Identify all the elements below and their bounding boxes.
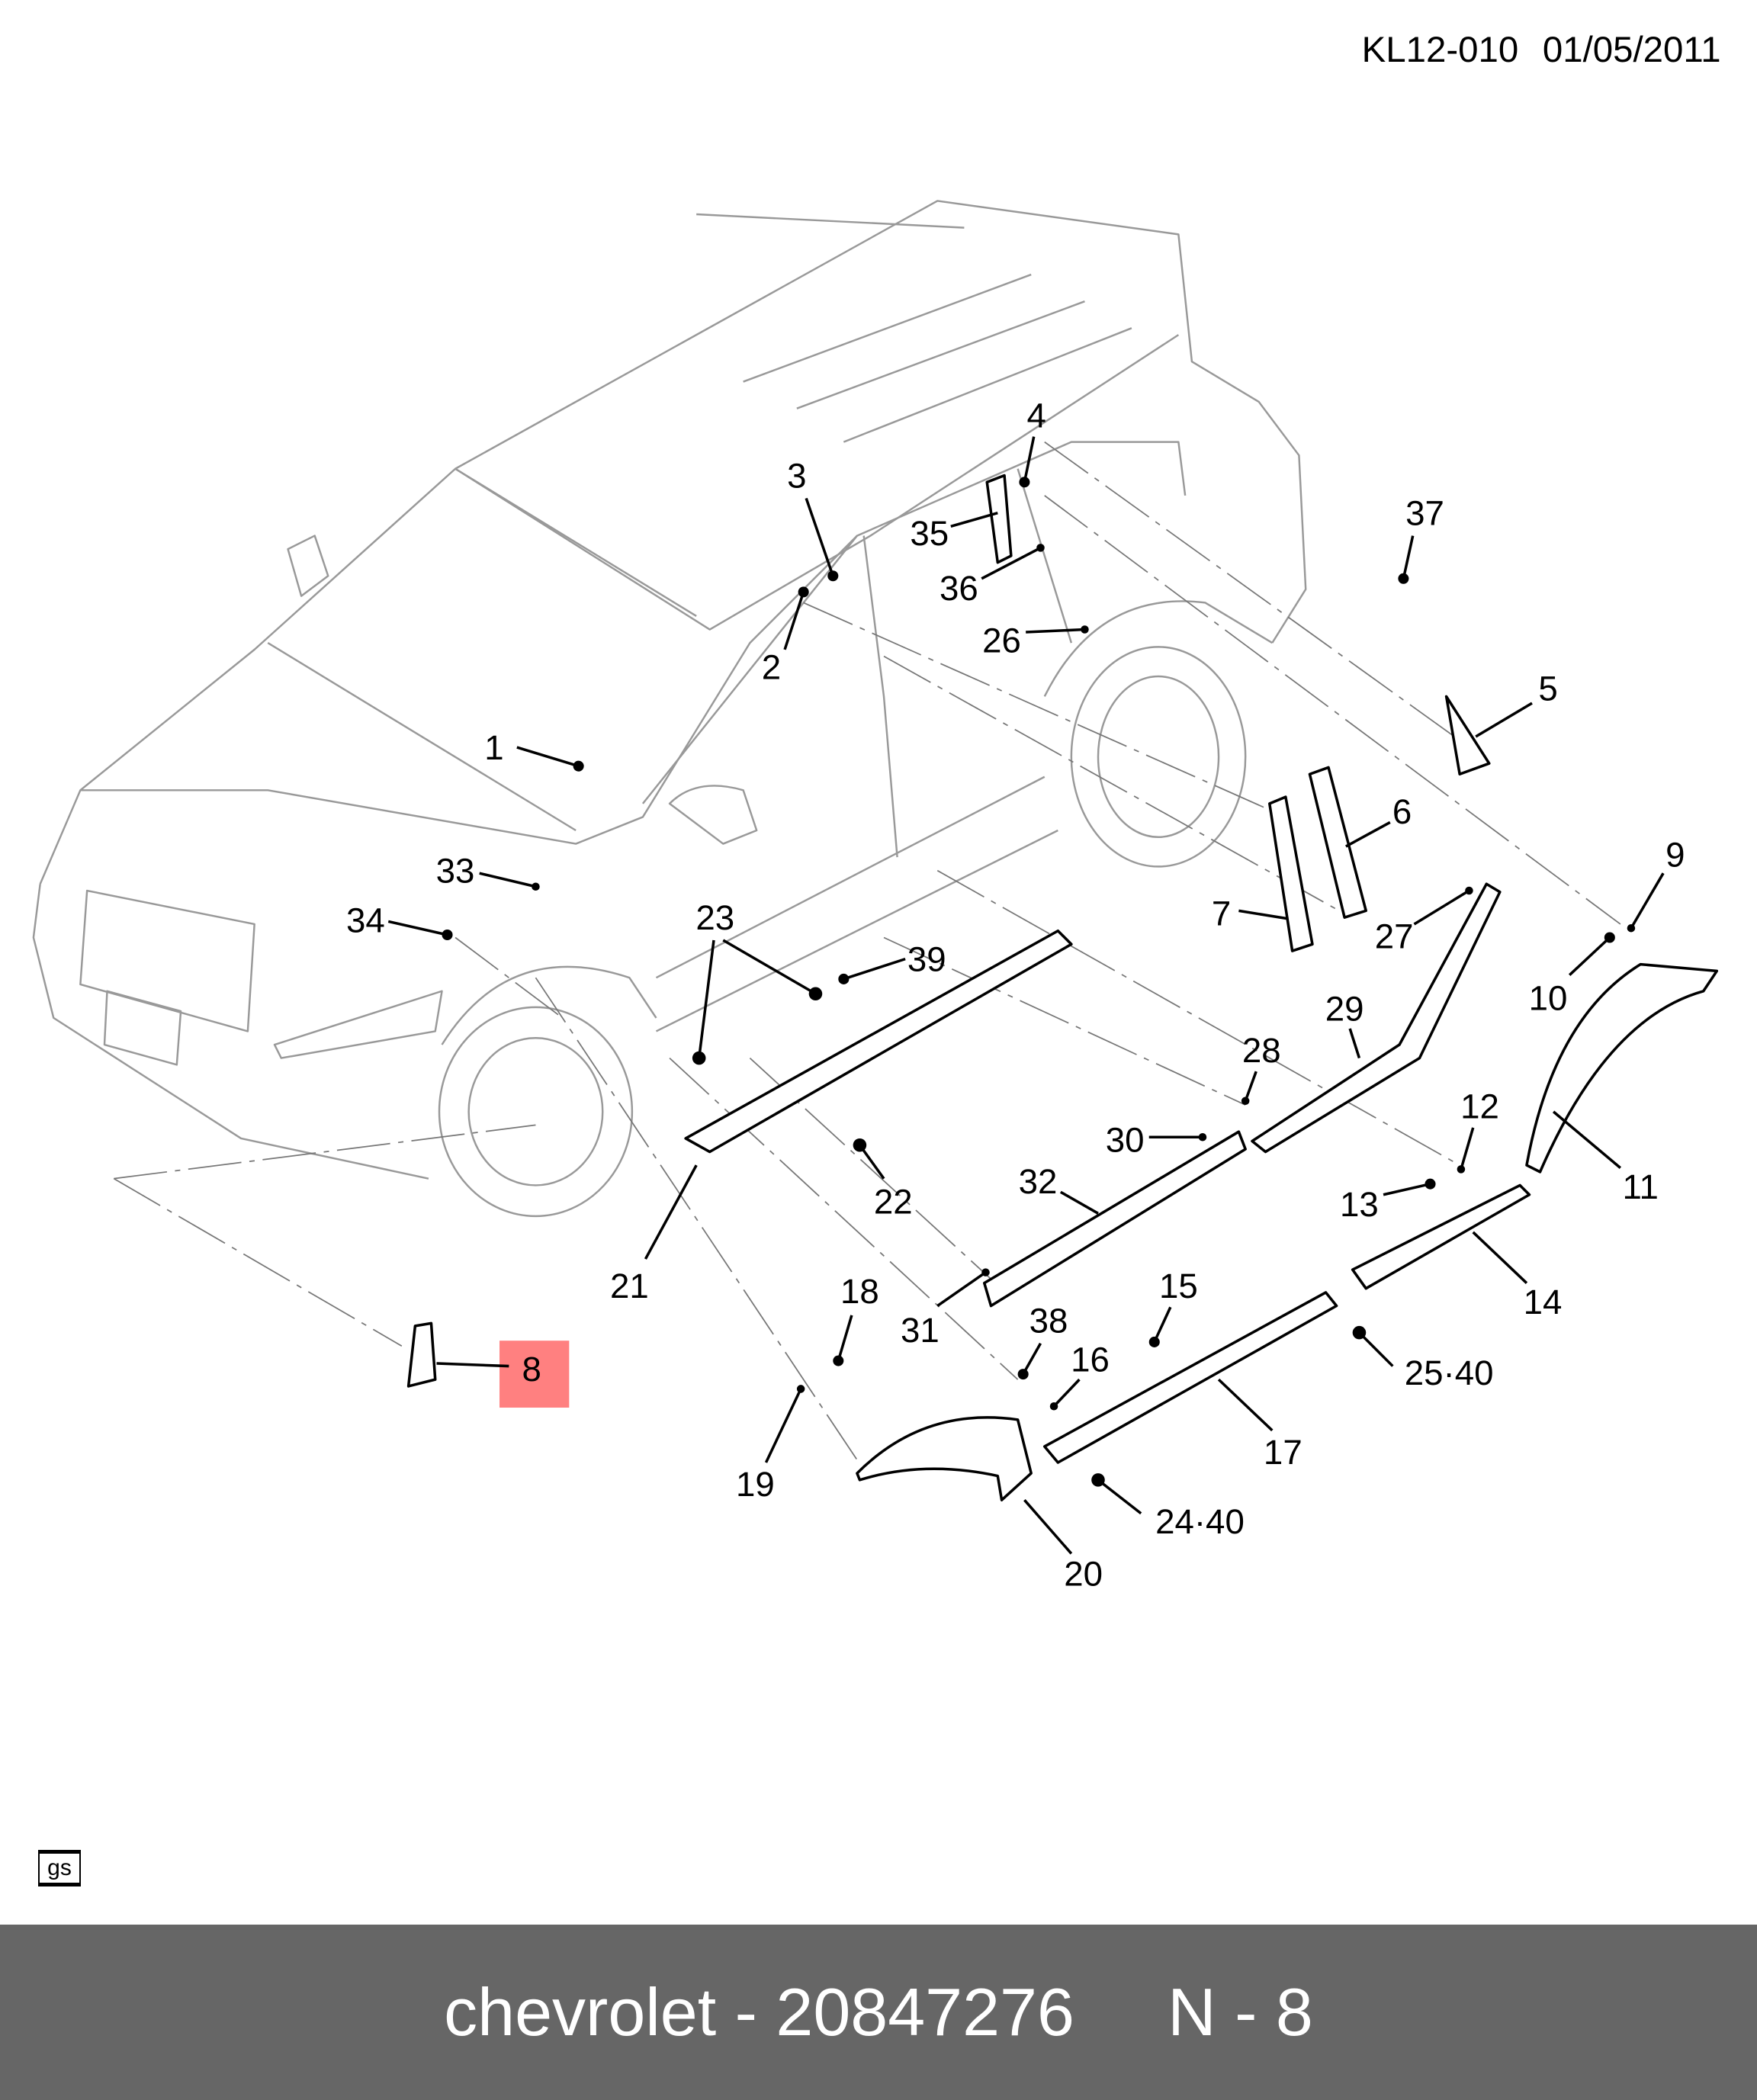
callout: 17 xyxy=(1264,1433,1302,1472)
leader-lines xyxy=(387,436,1665,1555)
callout: 12 xyxy=(1460,1087,1499,1126)
callout: 9 xyxy=(1665,835,1685,874)
gs-logo: gs xyxy=(38,1850,81,1886)
callout: 15 xyxy=(1159,1267,1198,1305)
part-35-bracket xyxy=(985,474,1013,564)
callout: 26 xyxy=(982,621,1021,660)
part-20-flare xyxy=(856,1416,1033,1501)
callout: 2 xyxy=(762,648,781,687)
footer-banner: chevrolet - 20847276 N - 8 xyxy=(0,1925,1757,2100)
callout: 4 xyxy=(1027,396,1046,435)
part-8-applique xyxy=(406,1321,437,1388)
callout: 22 xyxy=(874,1182,913,1221)
callout: 39 xyxy=(907,939,946,978)
part-32-moulding xyxy=(982,1130,1247,1308)
callout: 28 xyxy=(1242,1031,1281,1070)
part-17-moulding xyxy=(1043,1291,1338,1464)
part-11-flare xyxy=(1525,962,1719,1174)
callout: 34 xyxy=(346,901,385,939)
callout: 37 xyxy=(1405,494,1444,533)
part-6-applique xyxy=(1308,766,1367,919)
callout-highlighted[interactable]: 8 xyxy=(522,1350,541,1389)
callout: 13 xyxy=(1340,1185,1379,1224)
part-5-trim xyxy=(1444,695,1491,775)
part-21-running-board xyxy=(684,929,1073,1154)
callout: 29 xyxy=(1325,989,1364,1028)
callout: 23 xyxy=(695,898,734,937)
callout: 16 xyxy=(1071,1341,1110,1379)
callout: 19 xyxy=(736,1465,775,1504)
callout: 11 xyxy=(1623,1167,1659,1206)
part-7-applique xyxy=(1268,795,1314,952)
callout: 30 xyxy=(1106,1121,1145,1160)
callout: 35 xyxy=(910,514,949,553)
callout: 6 xyxy=(1392,792,1412,831)
vehicle-outline xyxy=(32,200,1307,1218)
callout: 20 xyxy=(1064,1555,1103,1594)
callout: 1 xyxy=(484,728,503,767)
callout: 14 xyxy=(1524,1283,1563,1321)
callout: 21 xyxy=(610,1267,649,1305)
callout: 24·40 xyxy=(1155,1502,1245,1541)
highlight-box xyxy=(499,1341,570,1408)
callout: 31 xyxy=(901,1311,940,1350)
callout: 33 xyxy=(436,851,475,890)
callout: 36 xyxy=(940,569,978,608)
part-14-moulding xyxy=(1351,1183,1531,1290)
footer-text: chevrolet - 20847276 N - 8 xyxy=(444,1974,1313,2050)
callout: 7 xyxy=(1212,894,1231,933)
callout: 18 xyxy=(840,1272,879,1311)
callout: 25·40 xyxy=(1405,1353,1494,1392)
callout: 32 xyxy=(1019,1162,1058,1201)
parts xyxy=(406,474,1719,1501)
callout: 38 xyxy=(1029,1302,1068,1341)
assembly-lines xyxy=(113,441,1621,1461)
callout: 10 xyxy=(1529,978,1568,1017)
callout-labels: 1 2 3 4 35 36 26 37 5 6 7 27 9 10 33 34 … xyxy=(346,396,1685,1593)
callout: 5 xyxy=(1538,669,1557,708)
callout: 27 xyxy=(1375,917,1414,956)
part-27-moulding xyxy=(1251,882,1502,1154)
callout: 3 xyxy=(787,456,806,495)
